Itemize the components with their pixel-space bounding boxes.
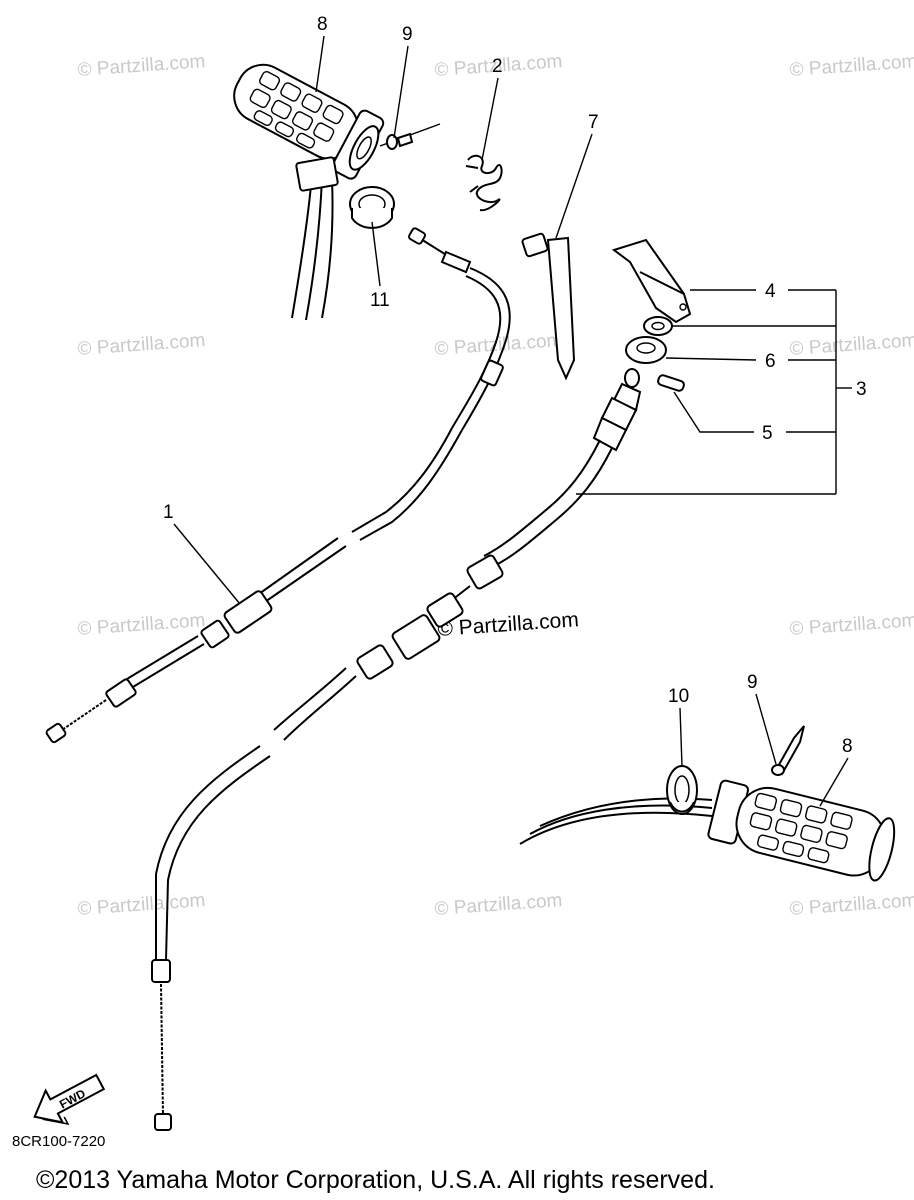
watermarks: © Partzilla.com © Partzilla.com © Partzi… <box>77 51 914 920</box>
callout-11: 11 <box>370 290 390 311</box>
callout-2: 2 <box>492 56 503 77</box>
spring-clip-2 <box>465 154 503 212</box>
washer-6 <box>625 336 667 364</box>
watermark: © Partzilla.com <box>789 890 914 920</box>
callout-9-top: 9 <box>402 24 413 45</box>
watermark: © Partzilla.com <box>789 330 914 360</box>
callout-4: 4 <box>765 281 776 302</box>
right-grip-assembly <box>519 779 896 882</box>
left-grip-assembly <box>233 63 385 321</box>
washer-small <box>643 316 673 336</box>
callouts: 8 9 2 7 11 4 6 3 5 1 10 9 8 <box>163 14 867 757</box>
diagram-code: 8CR100-7220 <box>12 1133 105 1150</box>
callout-8-bottom: 8 <box>842 736 853 757</box>
pin-5 <box>657 374 685 392</box>
leader-lines <box>173 35 852 807</box>
callout-9-bottom: 9 <box>747 672 758 693</box>
callout-3: 3 <box>856 379 867 400</box>
watermark: © Partzilla.com <box>789 610 914 640</box>
pin-9-bottom <box>771 725 805 776</box>
watermark: © Partzilla.com <box>77 890 206 920</box>
right-grip-icon <box>707 779 896 882</box>
watermark: © Partzilla.com <box>77 610 206 640</box>
watermark: © Partzilla.com <box>789 51 914 81</box>
copyright-notice: ©2013 Yamaha Motor Corporation, U.S.A. A… <box>36 1166 715 1194</box>
callout-10: 10 <box>668 686 689 707</box>
watermark: © Partzilla.com <box>77 51 206 81</box>
throttle-cable-1 <box>45 227 511 744</box>
starter-cable-3 <box>151 368 642 1131</box>
cable-tie-7 <box>521 232 576 381</box>
collar-ring-10 <box>666 765 698 815</box>
fwd-arrow-icon: FWD <box>33 1073 106 1126</box>
left-grip-icon <box>233 63 385 180</box>
callout-5: 5 <box>762 423 773 444</box>
callout-8-top: 8 <box>317 14 328 35</box>
pin-9-top <box>379 123 441 150</box>
watermark: © Partzilla.com <box>77 330 206 360</box>
callout-1: 1 <box>163 502 174 523</box>
bracket-4 <box>611 238 692 324</box>
callout-6: 6 <box>765 351 776 372</box>
collar-ring-11 <box>349 186 395 229</box>
callout-7: 7 <box>588 112 599 133</box>
watermark: © Partzilla.com <box>434 890 563 920</box>
